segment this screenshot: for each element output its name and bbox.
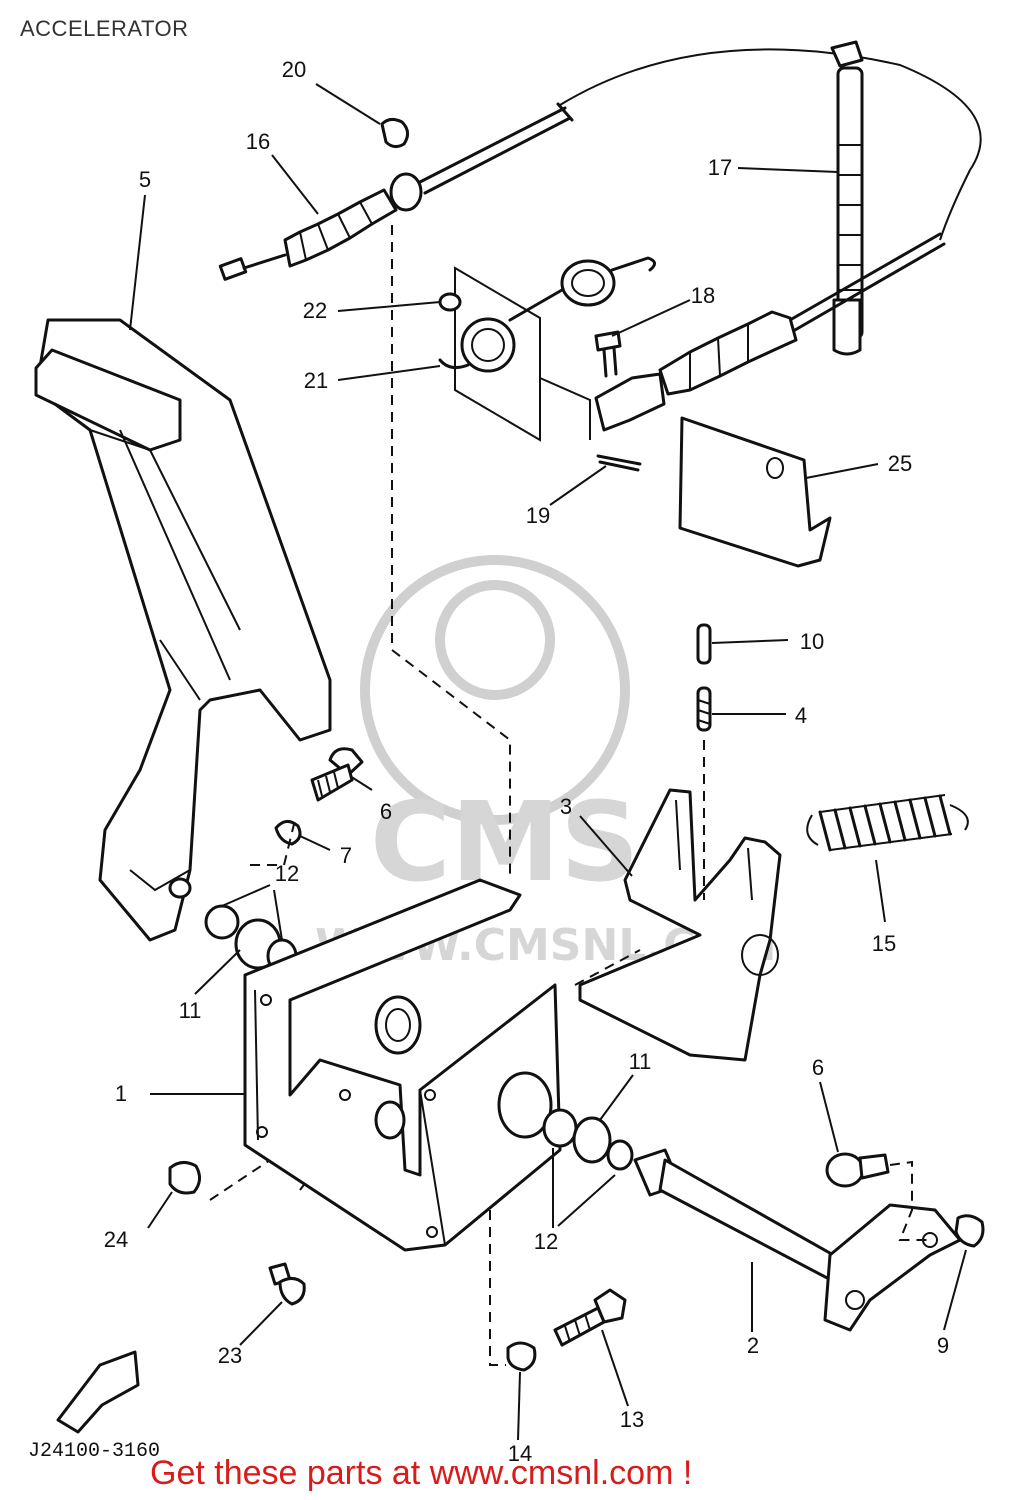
callout-6-upper: 6	[379, 799, 393, 824]
part-8-bolt	[825, 1152, 890, 1188]
part-2-shaft	[633, 1148, 962, 1332]
callout-11-right: 11	[628, 1049, 652, 1074]
callout-12-lower: 12	[533, 1229, 559, 1254]
part-1-bracket	[243, 878, 562, 1252]
page-title: ACCELERATOR	[20, 16, 189, 41]
callout-25: 25	[887, 451, 913, 476]
callout-9: 9	[936, 1333, 950, 1358]
callout-4: 4	[794, 703, 808, 728]
part-14-nut	[506, 1341, 537, 1372]
part-11-bushing-right	[497, 1071, 634, 1171]
callout-1: 1	[114, 1081, 128, 1106]
callout-2: 2	[746, 1333, 760, 1358]
callout-22: 22	[302, 298, 328, 323]
part-4-spring-pin	[696, 686, 712, 732]
leader-lines	[129, 83, 967, 1441]
footer-link-text[interactable]: Get these parts at www.cmsnl.com !	[150, 1454, 693, 1492]
part-7-nut	[274, 820, 302, 846]
part-5-pedal	[34, 318, 332, 942]
part-10-pin	[696, 623, 712, 665]
watermark-logo-text: CMS	[370, 778, 639, 906]
callout-12-upper: 12	[274, 861, 300, 886]
part-cable-lower	[594, 232, 946, 432]
callout-15: 15	[871, 931, 897, 956]
part-25-cover	[678, 416, 832, 568]
callout-21: 21	[303, 368, 329, 393]
part-16-cable-end	[218, 102, 574, 281]
callout-7: 7	[339, 843, 353, 868]
part-9-nut	[954, 1214, 985, 1248]
callout-11-left: 11	[178, 998, 202, 1023]
callout-14: 14	[507, 1441, 533, 1466]
part-23-bolt	[268, 1262, 306, 1306]
part-18-pin	[594, 330, 622, 378]
fwd-arrow-icon	[56, 1350, 140, 1434]
callout-23: 23	[217, 1343, 243, 1368]
callout-13: 13	[619, 1407, 645, 1432]
part-15-spring	[806, 794, 969, 852]
callout-10: 10	[799, 629, 825, 654]
callout-19: 19	[525, 503, 551, 528]
callout-24: 24	[103, 1227, 129, 1252]
part-13-bolt	[553, 1288, 627, 1347]
part-17-strap	[830, 40, 864, 356]
callout-16: 16	[245, 129, 271, 154]
part-3-lever	[578, 788, 782, 1062]
spring-assembly-panel	[438, 256, 656, 442]
callout-6-right: 6	[811, 1055, 825, 1080]
cable-loop	[559, 48, 982, 241]
callout-18: 18	[690, 283, 716, 308]
callout-17: 17	[707, 155, 733, 180]
callout-3: 3	[559, 794, 573, 819]
drawing-code: J24100-3160	[28, 1440, 161, 1463]
callout-20: 20	[281, 57, 307, 82]
part-20-clip	[380, 117, 409, 149]
callout-5: 5	[138, 167, 152, 192]
part-19-cotter-pin	[596, 454, 642, 472]
part-24-nut	[168, 1161, 201, 1195]
part-6-bolt	[310, 747, 364, 802]
